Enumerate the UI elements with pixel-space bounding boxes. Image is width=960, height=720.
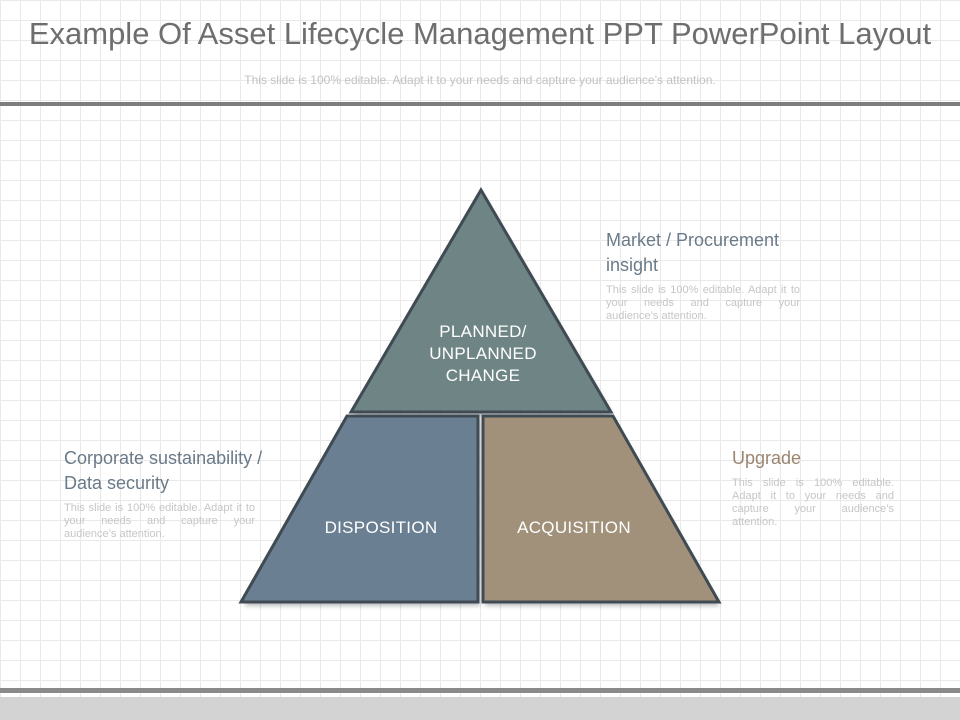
header-divider xyxy=(0,102,960,106)
footer-band xyxy=(0,697,960,720)
footer-divider xyxy=(0,688,960,693)
callout-market-body: This slide is 100% editable. Adapt it to… xyxy=(606,284,800,322)
callout-corporate-heading: Corporate sustainability / Data security xyxy=(64,448,263,493)
callout-market-heading: Market / Procurement insight xyxy=(606,230,780,275)
slide-subtitle: This slide is 100% editable. Adapt it to… xyxy=(244,73,716,87)
callout-corporate-body: This slide is 100% editable. Adapt it to… xyxy=(64,502,255,540)
pyramid-right-segment xyxy=(481,414,722,604)
callout-upgrade-heading: Upgrade xyxy=(732,448,802,468)
pyramid-top-label: PLANNED/ UNPLANNED CHANGE xyxy=(429,322,537,385)
callout-upgrade: Upgrade This slide is 100% editable. Ada… xyxy=(732,446,894,529)
callout-market: Market / Procurement insight This slide … xyxy=(606,228,800,323)
pyramid-right-label: ACQUISITION xyxy=(517,518,631,537)
callout-upgrade-body: This slide is 100% editable. Adapt it to… xyxy=(732,477,894,528)
pyramid-top-segment xyxy=(348,187,614,414)
pyramid-left-label: DISPOSITION xyxy=(324,518,438,537)
slide-title: Example Of Asset Lifecycle Management PP… xyxy=(28,16,932,51)
callout-corporate: Corporate sustainability / Data security… xyxy=(64,446,294,541)
pyramid-left-segment xyxy=(238,414,480,604)
